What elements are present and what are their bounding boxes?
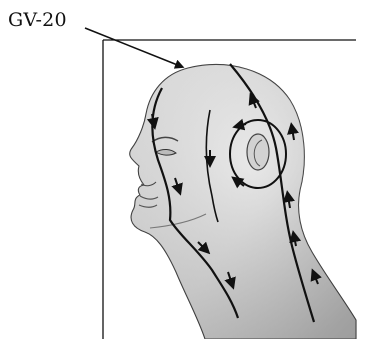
pointer-line — [85, 28, 180, 66]
head-shading — [130, 65, 356, 339]
